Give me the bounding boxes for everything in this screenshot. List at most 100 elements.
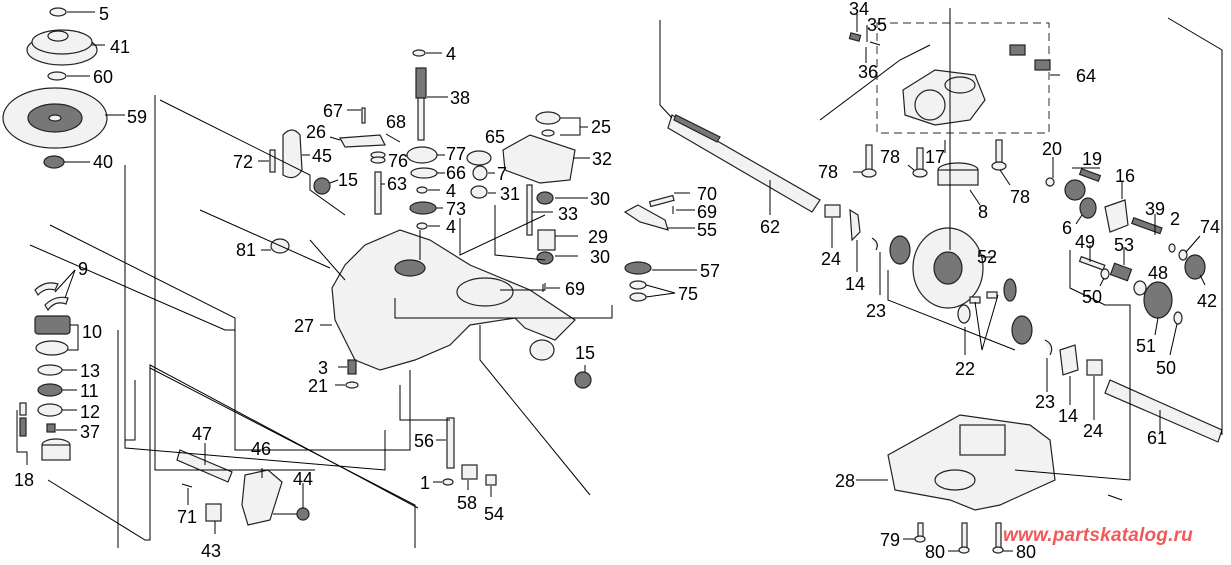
callout-9: 9 [78, 259, 89, 279]
part-spring-35 [866, 25, 881, 46]
assembly-guide-lines [29, 8, 1223, 548]
callout-50-left: 50 [1082, 287, 1103, 307]
part-pin-49 [1078, 245, 1106, 271]
part-bolt-80-mid [948, 522, 970, 554]
callout-45: 45 [312, 146, 333, 166]
callout-11: 11 [80, 381, 99, 401]
part-shaft-47 [176, 443, 233, 483]
callout-78-right: 78 [1010, 187, 1031, 207]
callout-37: 37 [80, 422, 101, 442]
part-linkage-26 [329, 134, 386, 148]
callout-7: 7 [497, 164, 508, 184]
callout-1: 1 [420, 473, 431, 493]
callout-21: 21 [308, 376, 329, 396]
callout-4-mid: 4 [446, 181, 457, 201]
callout-52: 52 [977, 247, 998, 267]
callout-76: 76 [388, 151, 409, 171]
part-fork-14-top [849, 208, 861, 272]
part-filter-31 [470, 185, 496, 199]
part-washer-13 [37, 364, 77, 376]
callout-65: 65 [485, 127, 506, 147]
part-pump-block-64 [819, 22, 1060, 134]
part-gear-52 [912, 227, 995, 309]
part-washer-50-right [1169, 311, 1183, 356]
part-plate-16 [1104, 182, 1129, 233]
callout-57: 57 [700, 261, 721, 281]
callout-62: 62 [760, 217, 781, 237]
part-clip-4-mid [416, 186, 440, 194]
part-bolt-80-right [992, 522, 1013, 554]
part-ring-2 [1168, 243, 1176, 253]
part-bearing-73 [409, 201, 443, 215]
callout-80-right: 80 [1016, 542, 1037, 562]
callout-31: 31 [500, 184, 521, 204]
callout-10: 10 [82, 322, 103, 342]
part-washer-50-left [1099, 268, 1110, 287]
callout-53: 53 [1114, 235, 1135, 255]
part-pin-67 [347, 107, 366, 124]
part-bevel-gear [889, 235, 911, 265]
callout-40: 40 [93, 152, 114, 172]
part-spring-44 [273, 483, 310, 521]
part-fork-14-bottom [1059, 344, 1079, 405]
part-clamp-30-top [536, 191, 588, 205]
part-lever-46 [241, 468, 283, 526]
callout-68: 68 [386, 112, 407, 132]
callout-73: 73 [446, 199, 467, 219]
part-pin-71 [181, 483, 193, 505]
callout-23-bottom: 23 [1035, 392, 1056, 412]
part-reservoir-32 [502, 134, 590, 184]
part-block-54 [485, 474, 497, 497]
callout-48: 48 [1148, 263, 1169, 283]
part-housing-28 [856, 414, 1056, 511]
callout-38: 38 [450, 88, 471, 108]
part-washer-48 [1133, 280, 1147, 296]
callout-60: 60 [93, 67, 114, 87]
callout-12: 12 [80, 402, 101, 422]
callout-15-right: 15 [575, 343, 596, 363]
part-hose-29 [537, 229, 578, 251]
part-shaft-62 [667, 114, 821, 215]
part-clip-4-top [412, 49, 442, 57]
callout-59: 59 [127, 107, 148, 127]
callout-70: 70 [697, 184, 718, 204]
callout-58: 58 [457, 493, 478, 513]
part-spring-37 [46, 423, 77, 433]
part-clip-23-bottom [1044, 339, 1053, 392]
part-washers-76 [370, 151, 386, 164]
part-block-58 [461, 464, 478, 490]
part-spacer-77 [406, 146, 445, 164]
callout-15-top: 15 [338, 170, 359, 190]
callout-75: 75 [678, 284, 699, 304]
callout-30-top: 30 [590, 189, 611, 209]
part-ring-1 [433, 478, 454, 486]
callout-46: 46 [251, 439, 272, 459]
part-shaft-61 [1104, 379, 1223, 443]
part-clip-4-low [416, 222, 440, 230]
callout-42: 42 [1197, 291, 1218, 311]
callout-14-bottom: 14 [1058, 406, 1079, 426]
part-shaft-39 [1130, 214, 1163, 235]
part-pin-68 [385, 133, 401, 143]
callout-4-low: 4 [446, 217, 457, 237]
callout-5: 5 [99, 4, 110, 24]
part-bushing-24-top [824, 204, 841, 248]
callout-49: 49 [1075, 232, 1096, 252]
part-oring-21 [335, 381, 359, 389]
callout-78-mid: 78 [880, 147, 901, 167]
part-gears-22 [957, 278, 1033, 355]
part-orings-75 [629, 280, 676, 302]
callout-22: 22 [955, 359, 976, 379]
callout-24-top: 24 [821, 249, 842, 269]
callout-18: 18 [14, 470, 35, 490]
callout-79: 79 [880, 530, 901, 550]
callout-30-bottom: 30 [590, 247, 611, 267]
callout-24-bottom: 24 [1083, 421, 1104, 441]
callout-69-housing: 69 [565, 279, 586, 299]
callout-35: 35 [867, 15, 888, 35]
callout-17: 17 [925, 147, 946, 167]
part-tube-33 [526, 184, 553, 236]
callout-43: 43 [201, 541, 222, 561]
callout-72: 72 [233, 152, 254, 172]
